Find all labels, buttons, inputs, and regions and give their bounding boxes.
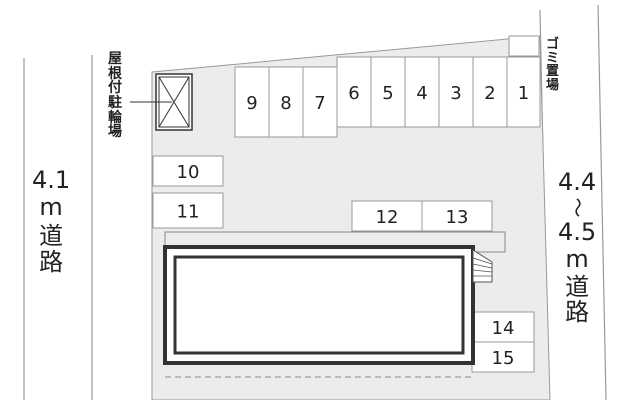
garbage-area-box: [508, 35, 540, 57]
right-road-char: 道: [565, 272, 590, 301]
parking-space-6: [336, 56, 372, 128]
parking-space-number: 10: [177, 162, 200, 183]
parking-space-number: 7: [314, 93, 325, 114]
bicycle-parking-label: 屋根付駐輪場: [108, 52, 122, 140]
bicycle-parking-label-char: 駐: [108, 95, 122, 112]
garbage-area-label-char: ミ: [546, 50, 560, 66]
parking-space-number: 2: [484, 83, 495, 104]
parking-space-4: [404, 56, 440, 128]
bicycle-parking-label-char: 根: [108, 65, 122, 82]
parking-space-number: 14: [492, 318, 515, 339]
bicycle-parking-label-char: 場: [108, 124, 122, 141]
right-road-unit: m: [565, 245, 589, 274]
parking-space-number: 9: [246, 93, 257, 114]
right-road-width-to: 4.5: [558, 218, 597, 247]
parking-space-11: [152, 192, 224, 229]
parking-space-number: 12: [376, 207, 399, 228]
parking-space-3: [438, 56, 474, 128]
parking-space-number: 15: [492, 348, 515, 369]
parking-space-15: [471, 341, 535, 373]
right-road-edge-outer: [597, 4, 607, 400]
bicycle-parking-label-char: 屋: [108, 51, 122, 67]
left-road-char: 道: [39, 222, 64, 251]
parking-space-number: 13: [446, 207, 469, 228]
stairs: [472, 249, 493, 283]
right-road-label: 4.4 ～ 4.5 m 道路: [558, 168, 597, 326]
left-road-unit: m: [39, 193, 63, 222]
parking-space-number: 11: [177, 202, 200, 223]
parking-space-5: [370, 56, 406, 128]
parking-space-number: 4: [416, 83, 427, 104]
parking-space-number: 8: [280, 93, 291, 114]
parking-space-number: 1: [518, 83, 529, 104]
building: [163, 245, 475, 365]
parking-space-12: [351, 200, 423, 232]
right-road-separator: ～: [565, 197, 590, 218]
garbage-area-label-char: 置: [546, 64, 560, 80]
garbage-area-label-char: 場: [546, 77, 560, 93]
left-road-label: 4.1 m 道路: [32, 166, 71, 276]
left-road-width: 4.1: [32, 166, 71, 194]
parking-space-13: [421, 200, 493, 232]
bicycle-parking-label-char: 付: [108, 80, 122, 97]
bicycle-parking-label-char: 輪: [108, 109, 122, 126]
right-road-text: 道路: [565, 272, 590, 326]
parking-space-number: 5: [382, 83, 393, 104]
right-road-char: 路: [565, 297, 590, 326]
garbage-area-label-char: ゴ: [546, 37, 560, 52]
parking-space-10: [152, 155, 224, 187]
left-road-char: 路: [39, 247, 64, 276]
parking-space-number: 3: [450, 83, 461, 104]
right-road-width-from: 4.4: [558, 168, 597, 196]
parking-space-number: 6: [348, 83, 359, 104]
parking-space-9: [234, 66, 270, 138]
parking-space-1: [506, 56, 541, 128]
parking-space-8: [268, 66, 304, 138]
left-road-text: 道路: [39, 222, 64, 276]
garbage-area-label: ゴミ置場: [546, 38, 559, 93]
